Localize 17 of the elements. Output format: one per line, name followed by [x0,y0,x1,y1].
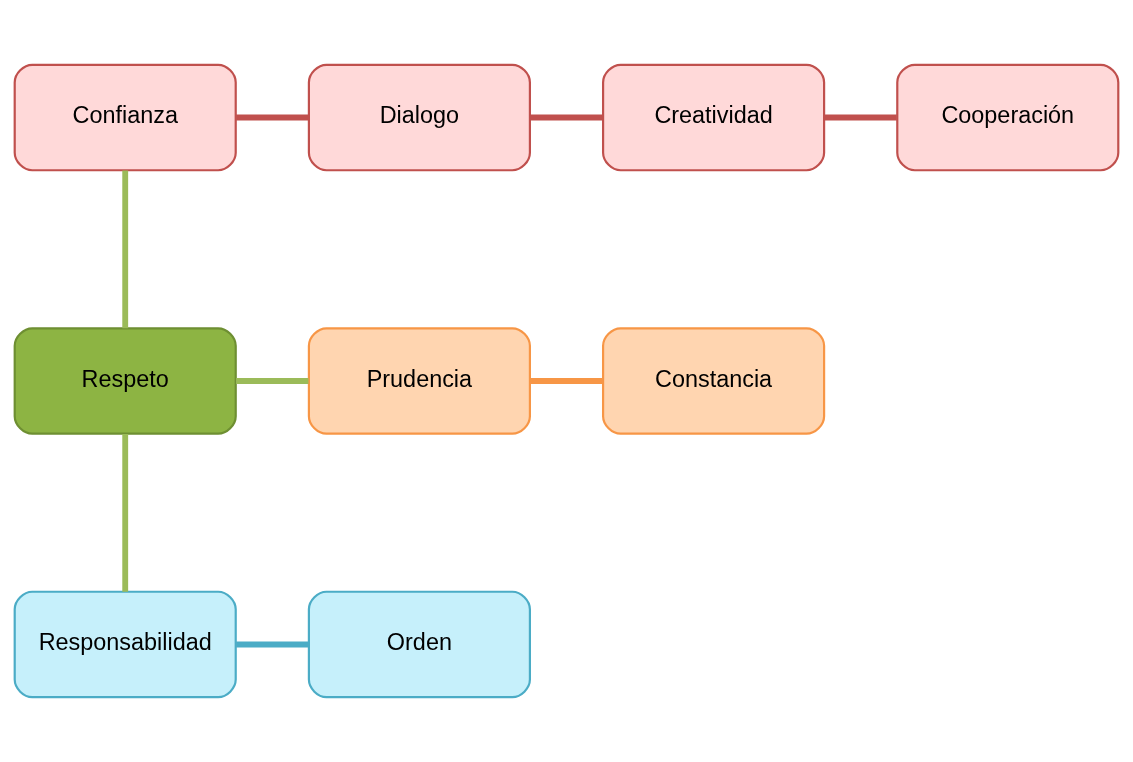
node-box: Cooperación [896,63,1120,172]
node-box: Confianza [13,63,237,172]
node-box: Dialogo [307,63,531,172]
connector [530,378,603,384]
node-box: Constancia [602,327,826,435]
node-box: Prudencia [307,327,531,435]
node-box: Responsabilidad [13,590,237,699]
connector [236,641,309,648]
connector [236,378,309,384]
connector [122,433,129,592]
node-box: Creatividad [602,63,826,172]
connector [530,114,603,121]
connector [824,114,897,121]
connector [236,114,309,121]
node-box: Orden [307,590,531,699]
node-box: Respeto [13,327,237,435]
connector [122,170,129,329]
